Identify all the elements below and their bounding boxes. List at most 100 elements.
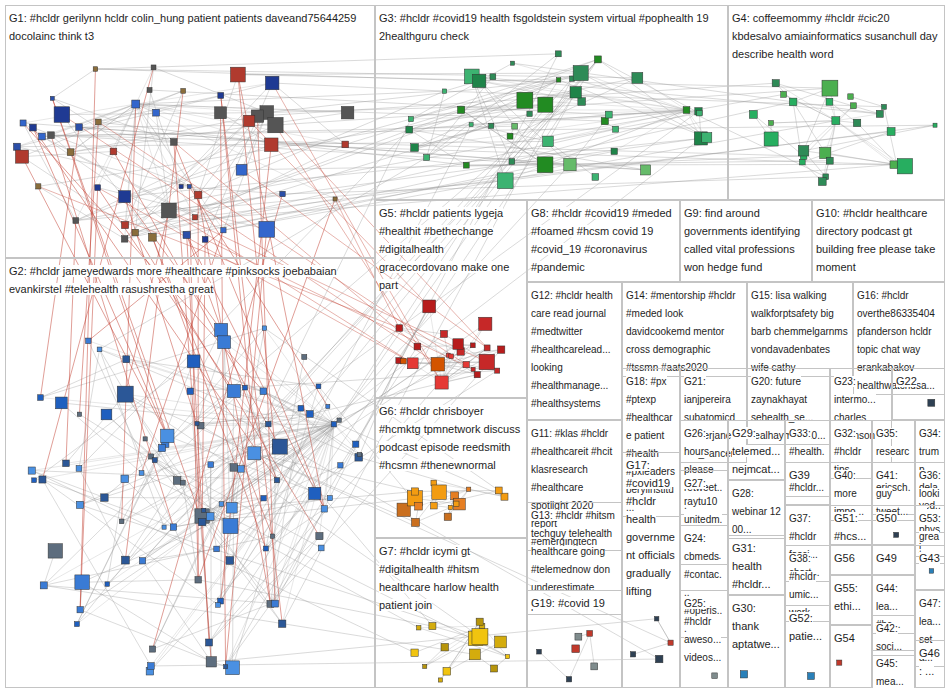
vertex-icon	[77, 412, 81, 416]
vertex-icon	[230, 464, 238, 472]
group-box: G5: #hcldr patients lygeja #healthit #be…	[375, 200, 527, 398]
tie-line	[17, 141, 548, 146]
tie-line	[221, 113, 226, 667]
tie-line	[107, 92, 576, 584]
vertex-icon	[537, 649, 542, 654]
group-label: G40: more impo...	[834, 470, 864, 517]
tie-line	[210, 465, 211, 662]
tie-line	[857, 123, 897, 164]
vertex-icon	[463, 361, 469, 367]
group-box: G12: #hcldr health care read journal #me…	[527, 282, 622, 420]
tie-line	[66, 221, 76, 464]
vertex-icon	[929, 569, 933, 573]
vertex-icon	[491, 665, 498, 672]
group-box: G25: #hcldr aweso... videos...	[680, 590, 728, 688]
group-label: G17: #covid19 #hcldr health government o…	[626, 459, 675, 597]
vertex-icon	[259, 221, 275, 237]
vertex-icon	[467, 487, 471, 491]
tie-line	[319, 424, 333, 536]
group-label: G22	[896, 375, 917, 387]
vertex-icon	[353, 441, 359, 447]
vertex-icon	[407, 358, 418, 369]
vertex-icon	[443, 667, 451, 675]
tie-line	[23, 104, 136, 123]
vertex-icon	[807, 673, 814, 680]
group-label: G3: #hcldr #covid19 health fsgoldstein s…	[379, 12, 709, 42]
vertex-icon	[298, 405, 304, 411]
vertex-icon	[826, 157, 833, 164]
tie-line	[76, 94, 784, 220]
group-label: G15: lisa walking walkforptsafety big ba…	[751, 290, 848, 373]
vertex-icon	[326, 404, 330, 408]
vertex-icon	[262, 326, 266, 330]
vertex-icon	[424, 154, 430, 160]
tie-line	[33, 128, 167, 436]
vertex-icon	[316, 384, 321, 389]
tie-line	[445, 91, 884, 107]
group-box: G56	[830, 545, 872, 575]
group-label: G39	[789, 469, 810, 481]
tie-line	[267, 80, 559, 113]
tie-line	[51, 135, 804, 156]
vertex-icon	[215, 107, 227, 119]
vertex-icon	[236, 164, 247, 175]
vertex-icon	[826, 98, 833, 105]
tie-line	[221, 330, 334, 424]
vertex-icon	[454, 501, 459, 506]
tie-line	[657, 619, 671, 643]
group-box: G35: researc... ericsch...	[872, 420, 915, 515]
vertex-icon	[123, 356, 130, 363]
tie-line	[113, 151, 279, 446]
vertex-icon	[572, 645, 580, 653]
vertex-icon	[117, 386, 133, 402]
tie-line	[82, 580, 198, 582]
group-box: G30: thank aptatwe...	[728, 595, 785, 688]
group-box: G43	[915, 545, 945, 590]
vertex-icon	[309, 487, 321, 499]
group-label: G4: coffeemommy #hcldr #cic20 kbdesalvo …	[732, 12, 937, 60]
vertex-icon	[882, 104, 887, 109]
vertex-icon	[591, 663, 598, 670]
vertex-icon	[449, 354, 454, 359]
group-box: G17: #covid19 #hcldr health government o…	[622, 452, 680, 688]
vertex-icon	[76, 124, 83, 131]
vertex-icon	[206, 657, 216, 667]
vertex-icon	[453, 339, 464, 350]
tie-line	[884, 107, 897, 164]
group-box: G49	[872, 545, 915, 575]
vertex-icon	[769, 121, 774, 126]
tie-line	[82, 582, 211, 662]
vertex-icon	[702, 133, 712, 143]
vertex-icon	[76, 501, 83, 508]
tie-line	[79, 468, 125, 560]
group-label: G33: #health... #hcldr...	[789, 428, 825, 493]
vertex-icon	[280, 191, 285, 196]
tie-line	[40, 359, 126, 397]
tie-line	[804, 88, 830, 151]
vertex-icon	[822, 80, 838, 96]
tie-line	[232, 491, 415, 507]
vertex-icon	[243, 115, 254, 126]
tie-line	[539, 652, 569, 680]
tie-line	[79, 104, 136, 127]
tie-line	[125, 394, 670, 643]
group-label: G49	[876, 552, 897, 564]
group-label: G54	[834, 632, 855, 644]
tie-line	[221, 125, 472, 602]
vertex-icon	[772, 80, 779, 87]
vertex-icon	[147, 87, 152, 92]
vertex-icon	[183, 231, 190, 238]
tie-line	[122, 104, 136, 521]
group-label: G1: #hcldr gerilynn hcldr colin_hung pat…	[9, 12, 356, 42]
tie-line	[80, 69, 95, 610]
vertex-icon	[358, 452, 362, 456]
vertex-icon	[195, 577, 201, 583]
tie-line	[275, 88, 829, 125]
vertex-icon	[181, 88, 186, 93]
tie-line	[125, 126, 492, 239]
group-label: G14: #mentorship #hcldr #meded look davi…	[626, 290, 736, 373]
vertex-icon	[479, 317, 492, 330]
tie-line	[836, 121, 905, 167]
tie-line	[687, 110, 826, 177]
tie-line	[226, 536, 320, 667]
